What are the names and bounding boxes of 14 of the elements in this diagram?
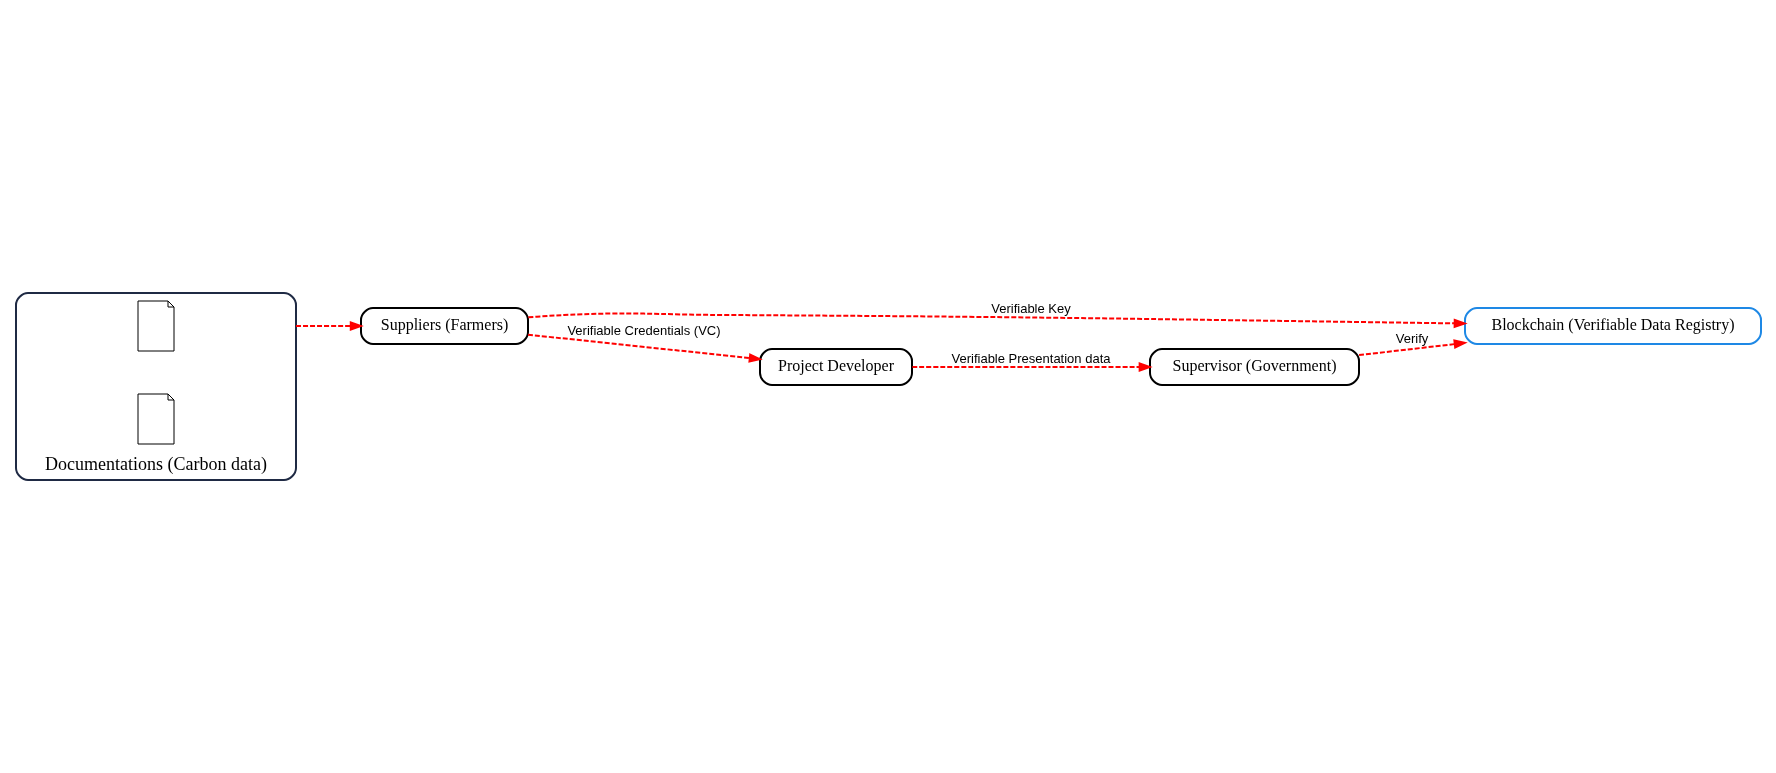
cluster: Documentations (Carbon data) bbox=[14, 292, 297, 481]
arrow bbox=[526, 333, 763, 363]
arrow bbox=[526, 312, 1468, 329]
edge-label: Verify bbox=[1395, 331, 1428, 347]
arrow bbox=[910, 362, 1153, 372]
edge-label: Verifiable Presentation data bbox=[951, 351, 1110, 367]
arrow bbox=[1357, 339, 1468, 357]
edge-label: Verifiable Credentials (VC) bbox=[566, 323, 721, 339]
node-box: Supervisor (Government) bbox=[1148, 348, 1360, 386]
edge-label: Verifiable Key bbox=[990, 301, 1071, 317]
arrow bbox=[294, 321, 364, 331]
node-box: Project Developer bbox=[758, 348, 913, 386]
node-box: Blockchain (Verifiable Data Registry) bbox=[1463, 307, 1762, 345]
node-box: Suppliers (Farmers) bbox=[359, 307, 529, 345]
